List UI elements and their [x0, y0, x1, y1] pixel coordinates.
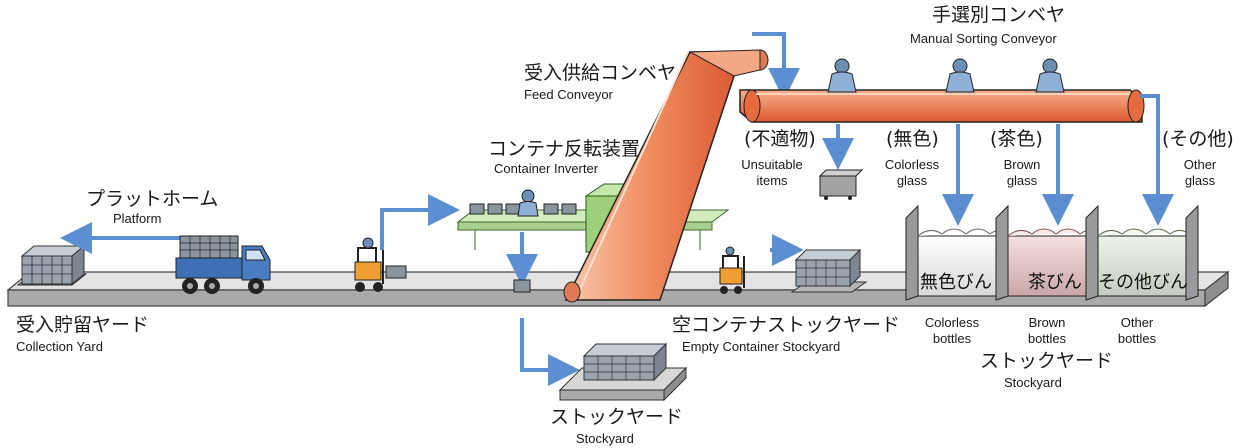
stockyard-bottom-label-ja: ストックヤード — [550, 406, 684, 428]
colorless-label-en1: Colorless — [884, 157, 940, 172]
feed-conveyor-label-ja: 受入供給コンベヤ — [524, 62, 677, 84]
empty-container-label-en: Empty Container Stockyard — [682, 339, 841, 354]
bin-colorless-en1: Colorless — [924, 315, 980, 330]
forklift-to-inverter-arrow — [380, 194, 460, 250]
stockyard-bottom-label-en: Stockyard — [576, 431, 634, 446]
colorless-label-en2: glass — [896, 173, 928, 188]
feed-to-sorting-arrow — [752, 32, 800, 100]
right-pallet — [790, 248, 868, 293]
colorless-label-ja: (無色) — [886, 128, 939, 150]
container-inverter-label-ja: コンテナ反転装置 — [488, 138, 641, 160]
manual-sorting-label-en: Manual Sorting Conveyor — [910, 31, 1057, 46]
unsuitable-label-en1: Unsuitable — [741, 157, 803, 172]
bin-colorless-label: 無色びん — [920, 272, 992, 293]
unsuitable-label-en2: items — [756, 173, 788, 188]
bin-other — [1085, 204, 1199, 301]
manual-sorting-conveyor — [739, 89, 1145, 123]
collection-yard-label-en: Collection Yard — [16, 339, 103, 354]
feed-conveyor-label-en: Feed Conveyor — [524, 87, 613, 102]
forklift-illustration — [354, 237, 407, 292]
other-label-ja: (その他) — [1162, 128, 1234, 150]
unsuitable-label-ja: (不適物) — [744, 128, 816, 150]
sorting-worker-1 — [827, 58, 857, 93]
bin-brown-label: 茶びん — [1028, 272, 1082, 293]
other-label-en1: Other — [1183, 157, 1217, 172]
collection-yard-label-ja: 受入貯留ヤード — [16, 314, 150, 336]
to-stockyard-arrow — [520, 318, 580, 386]
platform-label-en: Platform — [113, 211, 162, 226]
sorting-worker-3 — [1035, 58, 1065, 93]
brown-label-en2: glass — [1006, 173, 1038, 188]
empty-container-label-ja: 空コンテナストックヤード — [672, 314, 901, 336]
unsuitable-bin — [818, 169, 864, 200]
bin-other-label: その他びん — [1098, 272, 1188, 293]
inverter-worker — [517, 189, 539, 217]
bin-other-en2: bottles — [1117, 331, 1157, 346]
empty-container-box — [513, 279, 531, 293]
stockyard-right-label-ja: ストックヤード — [980, 350, 1114, 372]
platform-label-ja: プラットホーム — [86, 188, 219, 210]
manual-sorting-label-ja: 手選別コンベヤ — [932, 4, 1066, 26]
truck-illustration — [175, 235, 271, 294]
sorting-worker-2 — [945, 58, 975, 93]
bin-other-en1: Other — [1120, 315, 1154, 330]
bin-colorless-en2: bottles — [932, 331, 972, 346]
bin-brown — [995, 204, 1097, 301]
other-label-en2: glass — [1184, 173, 1216, 188]
forklift-2-illustration — [719, 246, 745, 294]
brown-label-ja: (茶色) — [990, 128, 1043, 150]
feed-conveyor — [563, 49, 769, 303]
brown-label-en1: Brown — [1003, 157, 1041, 172]
bin-brown-en2: bottles — [1027, 331, 1067, 346]
other-drop-arrow — [1140, 94, 1174, 226]
stockyard-right-label-en: Stockyard — [1004, 375, 1062, 390]
container-inverter-label-en: Container Inverter — [494, 161, 599, 176]
collection-yard-pallet — [16, 244, 88, 286]
bin-colorless — [905, 204, 1007, 301]
bottom-stockyard-pallet — [558, 342, 688, 402]
bin-brown-en1: Brown — [1028, 315, 1066, 330]
